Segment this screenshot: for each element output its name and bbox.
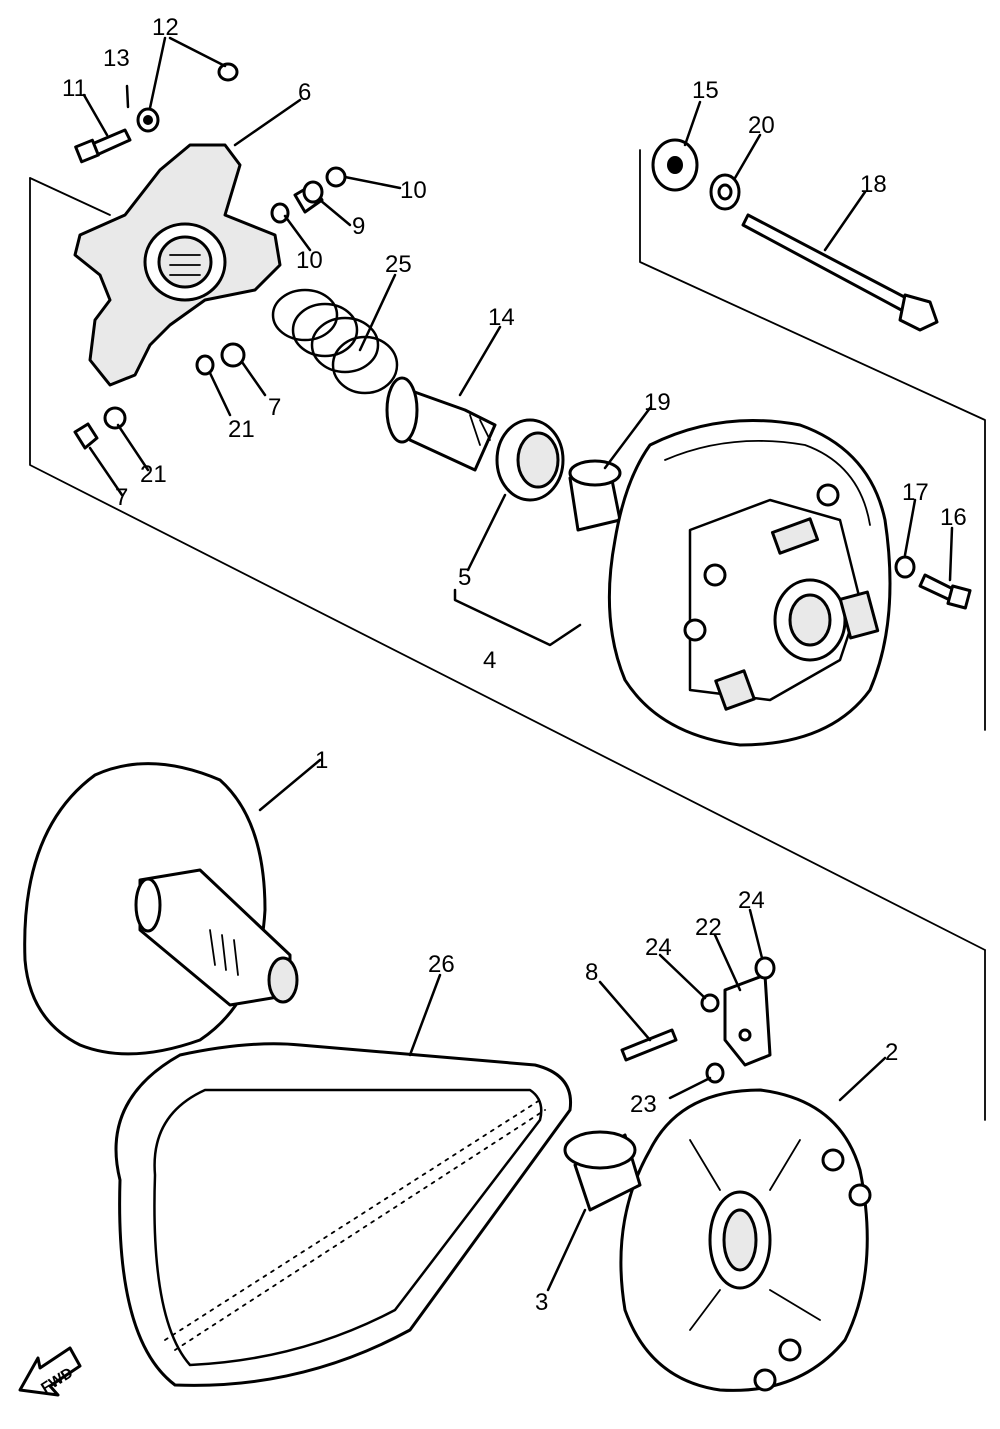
- seal-3: [563, 1130, 642, 1212]
- callout-6: 6: [298, 79, 311, 106]
- bushing-14: [385, 376, 497, 472]
- primary-group-outline: [29, 149, 986, 1121]
- fixed-sheave-1: [23, 762, 299, 1056]
- washer-15: [651, 138, 699, 192]
- callout-1: 1: [315, 747, 328, 774]
- callout-5: 5: [458, 564, 471, 591]
- spring-25: [271, 288, 399, 395]
- callout-12: 12: [152, 14, 179, 41]
- washer-20: [709, 173, 741, 211]
- forward-direction-arrow: FWD: [18, 1346, 82, 1397]
- callout-15: 15: [692, 77, 719, 104]
- callout-11: 11: [62, 75, 87, 102]
- callout-20: 20: [748, 112, 775, 139]
- callout-22: 22: [695, 914, 722, 941]
- bolt-18: [741, 213, 939, 332]
- seal-5: [495, 418, 565, 502]
- callout-4: 4: [483, 647, 496, 674]
- callout-8: 8: [585, 959, 598, 986]
- callout-7b: 7: [115, 484, 128, 511]
- callout-10b: 10: [296, 247, 323, 274]
- nut-17-bolt-16: [894, 555, 972, 610]
- spider-assembly: [73, 143, 282, 387]
- sliding-sheave-4: [607, 419, 892, 747]
- callout-18: 18: [860, 171, 887, 198]
- callout-24a: 24: [645, 934, 672, 961]
- callout-14: 14: [488, 304, 515, 331]
- callout-7a: 7: [268, 394, 281, 421]
- nut-7-and-washer-21: [73, 342, 246, 450]
- callout-19: 19: [644, 389, 671, 416]
- bolt-11: [74, 128, 132, 164]
- callout-21a: 21: [228, 416, 255, 443]
- callout-10a: 10: [400, 177, 427, 204]
- callout-13: 13: [103, 45, 130, 72]
- leader-lines: [82, 36, 954, 1292]
- bushing-19: [568, 459, 622, 532]
- nut-24: [700, 956, 776, 1013]
- callout-16: 16: [940, 504, 967, 531]
- callout-9: 9: [352, 213, 365, 240]
- washer-10: [270, 166, 347, 224]
- callout-25: 25: [385, 251, 412, 278]
- callout-21b: 21: [140, 461, 167, 488]
- washer-12: [136, 62, 239, 133]
- callout-labels: 12 13 11 6 10 9 10 25 14 7 21 21 7 19 5 …: [62, 14, 967, 1316]
- callout-2: 2: [885, 1039, 898, 1066]
- primary-cover-2: [619, 1088, 872, 1392]
- roller-9: [293, 180, 324, 214]
- callout-23: 23: [630, 1091, 657, 1118]
- callout-3: 3: [535, 1289, 548, 1316]
- callout-17: 17: [902, 479, 929, 506]
- callout-24b: 24: [738, 887, 765, 914]
- pin-8: [620, 1028, 678, 1062]
- pin-13: [125, 84, 130, 109]
- weight-22: [723, 973, 772, 1067]
- callout-26: 26: [428, 951, 455, 978]
- drive-belt-26: [114, 1042, 573, 1387]
